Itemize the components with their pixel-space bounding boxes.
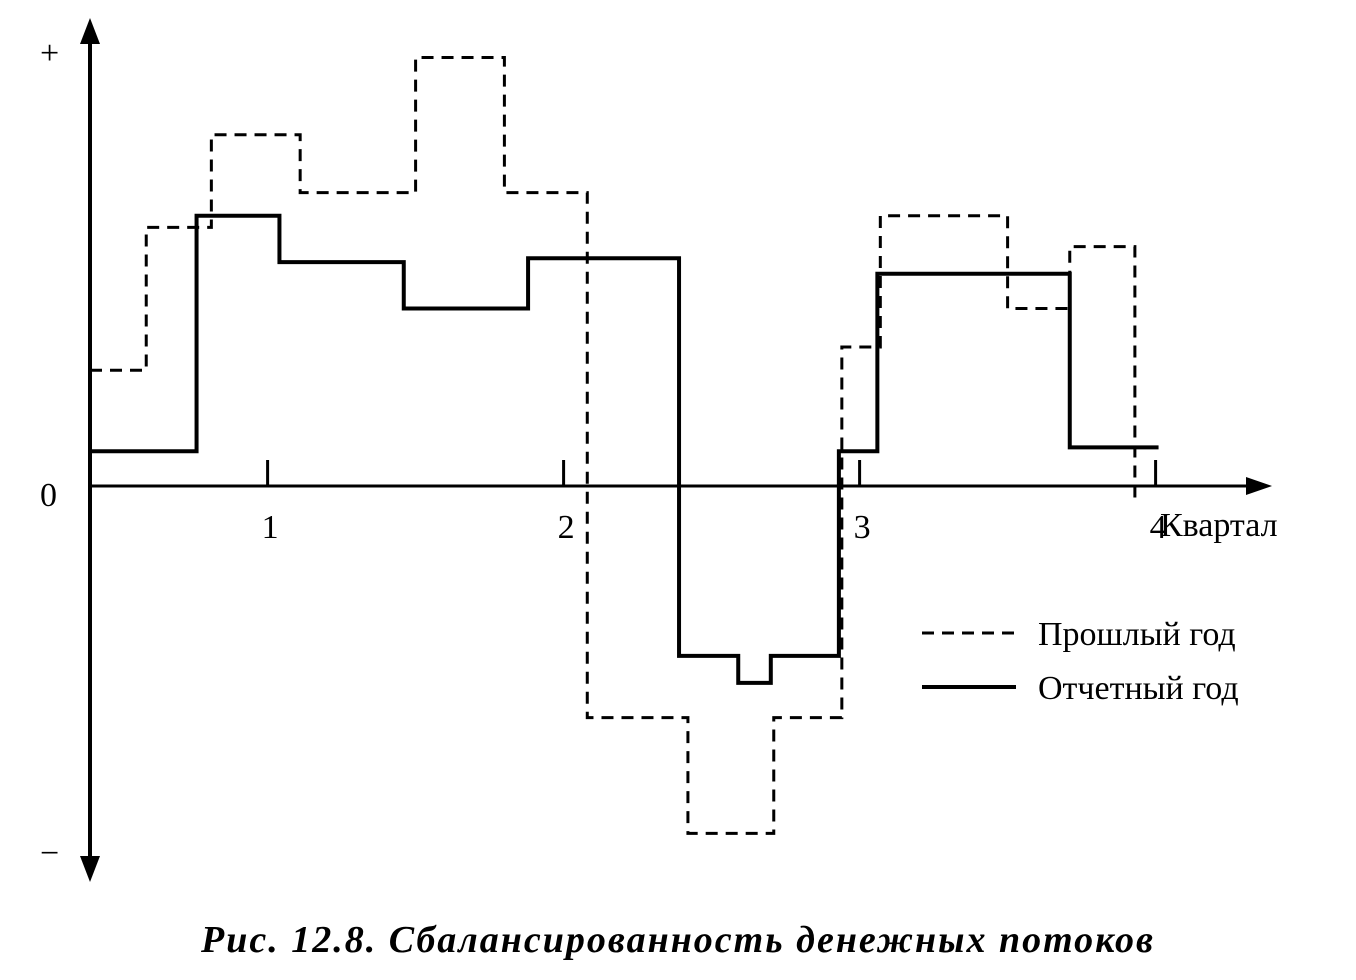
legend-label-last-year: Прошлый год <box>1038 616 1236 653</box>
x-tick-label-3: 3 <box>854 509 871 546</box>
x-ticks: 1 2 3 4 <box>262 460 1167 546</box>
y-axis-arrow-down <box>80 856 100 882</box>
legend-label-report-year: Отчетный год <box>1038 670 1239 707</box>
y-minus-label: − <box>40 835 59 872</box>
x-tick-label-4: 4 <box>1150 509 1167 546</box>
x-tick-label-1: 1 <box>262 509 279 546</box>
x-axis-label: Квартал <box>1160 507 1278 544</box>
x-tick-label-2: 2 <box>558 509 575 546</box>
y-axis-arrow-up <box>80 18 100 44</box>
y-plus-label: + <box>40 35 59 72</box>
axes <box>80 18 1272 882</box>
legend: Прошлый год Отчетный год <box>922 616 1239 707</box>
series-line-report-year <box>90 213 1159 685</box>
figure-caption: Рис. 12.8. Сбалансированность денежных п… <box>201 919 1155 961</box>
series-line-last-year <box>90 56 1137 835</box>
y-zero-label: 0 <box>40 477 57 514</box>
series-layer <box>90 56 1159 835</box>
x-axis-arrow <box>1246 477 1272 495</box>
